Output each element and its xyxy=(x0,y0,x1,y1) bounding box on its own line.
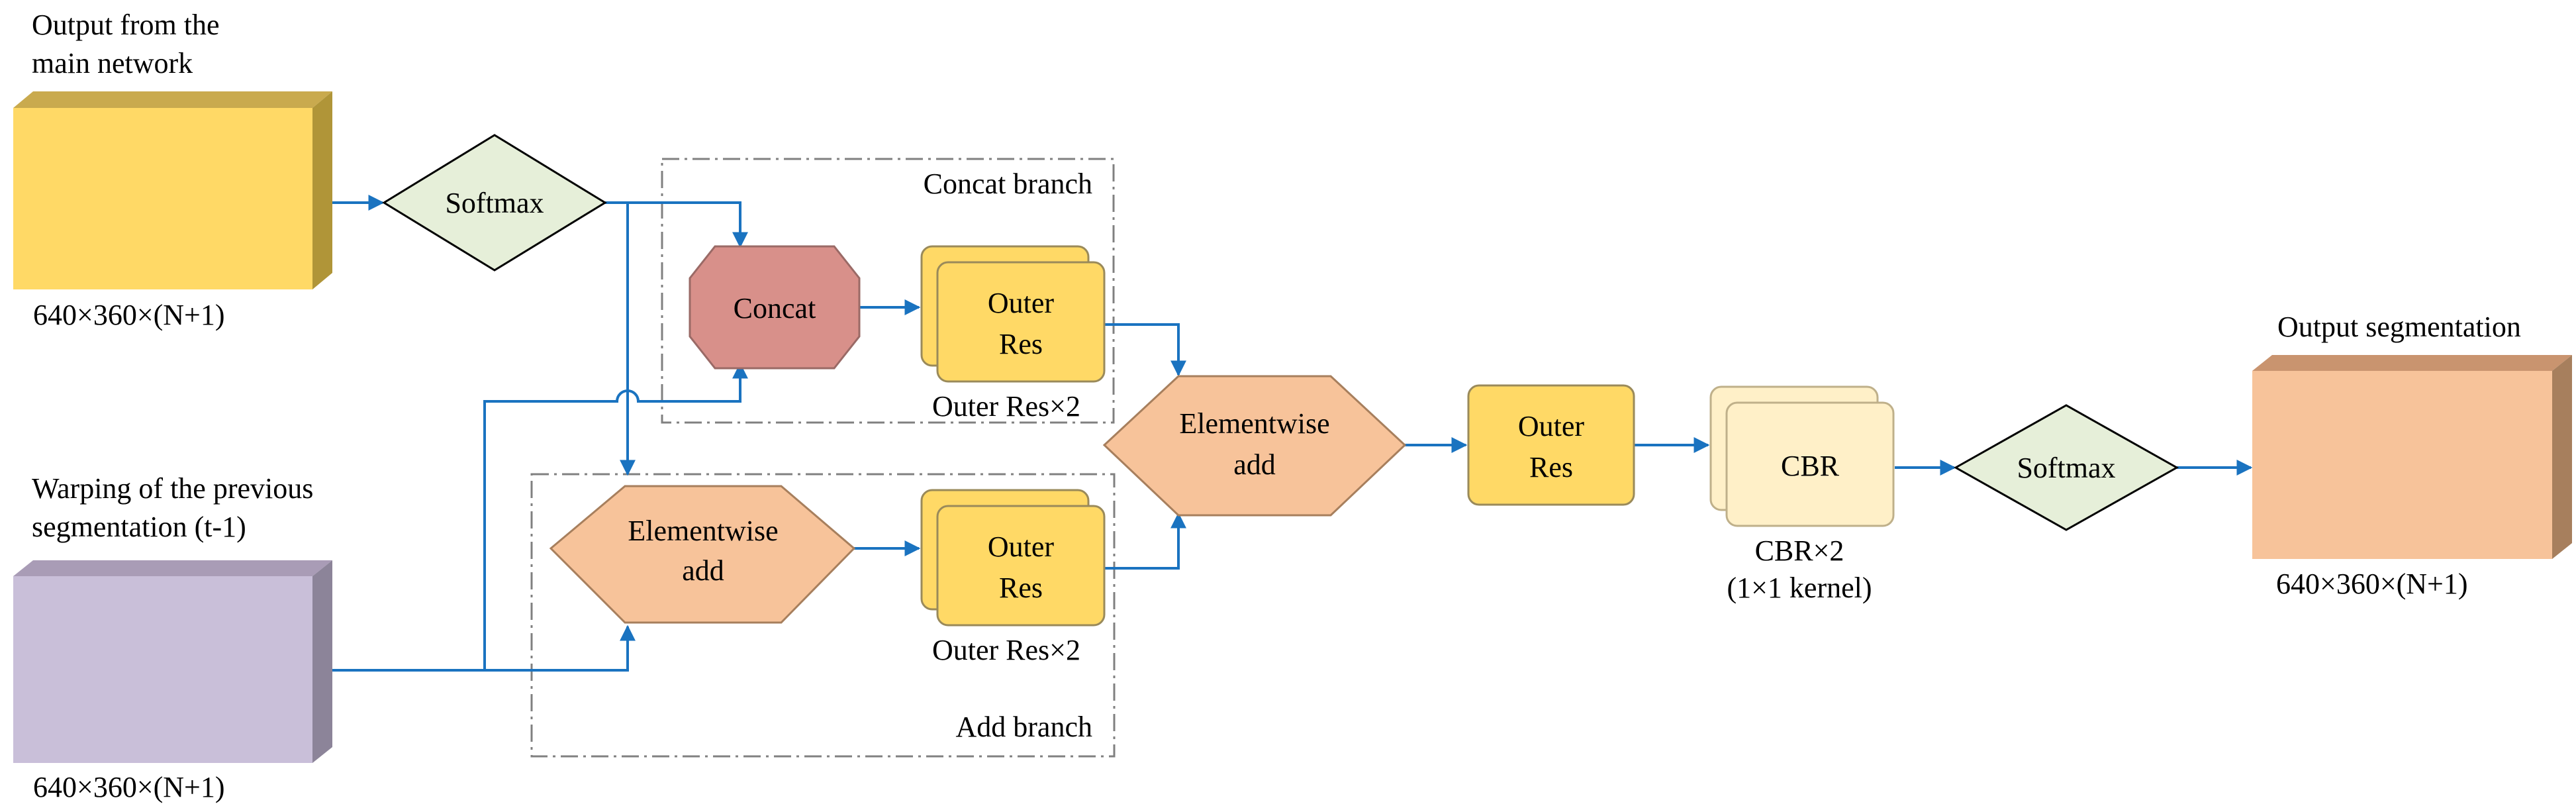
add-branch-frame: Add branch xyxy=(530,473,1116,758)
concat-branch-frame: Concat branch xyxy=(661,158,1115,424)
cbr-caption-line2: (1×1 kernel) xyxy=(1727,572,1872,604)
arrow-outerres-add-to-merge xyxy=(1104,512,1186,570)
add-branch-label: Add branch xyxy=(956,711,1093,743)
output-dims: 640×360×(N+1) xyxy=(2276,568,2468,600)
connectors xyxy=(332,195,2253,672)
outer-res-add-line2: Res xyxy=(999,572,1043,604)
outer-res-add-caption: Outer Res×2 xyxy=(932,634,1080,666)
main-block-dims: 640×360×(N+1) xyxy=(33,299,225,331)
outer-res-single-line2: Res xyxy=(1529,451,1573,483)
softmax-input-label: Softmax xyxy=(445,187,544,219)
cbr-label: CBR xyxy=(1781,450,1840,482)
output-block-side-face xyxy=(2552,355,2572,559)
arrow-outerres-concat-to-merge xyxy=(1104,323,1186,377)
prev-block-dims: 640×360×(N+1) xyxy=(33,771,225,803)
outer-res-concat-caption: Outer Res×2 xyxy=(932,390,1080,423)
elementwise-add-merge-line1: Elementwise xyxy=(1179,407,1329,440)
main-block-front-face xyxy=(13,108,312,289)
output-block-top-face xyxy=(2252,355,2572,371)
output-title: Output segmentation xyxy=(2277,311,2521,343)
concat-label: Concat xyxy=(734,292,816,325)
outer-res-concat-line1: Outer xyxy=(988,287,1055,319)
previous-caption-line2: segmentation (t-1) xyxy=(32,511,246,543)
outer-res-concat-line2: Res xyxy=(999,328,1043,360)
output-block-front-face xyxy=(2252,371,2552,559)
main-network-caption-line2: main network xyxy=(32,47,193,79)
previous-segmentation-block: Warping of the previous segmentation (t-… xyxy=(13,472,332,803)
softmax-output-node: Softmax xyxy=(1953,404,2179,531)
main-network-caption-line1: Output from the xyxy=(32,9,220,41)
softmax-output-label: Softmax xyxy=(2017,452,2115,484)
softmax-input-node: Softmax xyxy=(382,134,607,272)
arrow-prev-to-concat xyxy=(483,362,748,670)
outer-res-single-line1: Outer xyxy=(1518,410,1585,442)
elementwise-add-branch-line1: Elementwise xyxy=(628,515,778,547)
arrow-softmax-to-concat xyxy=(605,201,748,248)
outer-res-add-line1: Outer xyxy=(988,530,1055,563)
elementwise-add-branch-node: Elementwise add xyxy=(549,485,856,624)
output-segmentation-block: Output segmentation 640×360×(N+1) xyxy=(2252,311,2572,600)
main-block-side-face xyxy=(312,91,332,289)
main-network-output-block: Output from the main network 640×360×(N+… xyxy=(13,9,332,331)
elementwise-add-merge-line2: add xyxy=(1233,448,1276,481)
previous-caption-line1: Warping of the previous xyxy=(32,472,313,505)
arrow-prev-to-add-branch xyxy=(332,625,636,672)
outer-res-add-stack: Outer Res Outer Res×2 xyxy=(920,489,1106,666)
main-block-top-face xyxy=(13,91,332,108)
cbr-stack: CBR CBR×2 (1×1 kernel) xyxy=(1709,385,1895,604)
elementwise-add-merge-node: Elementwise add xyxy=(1102,375,1407,517)
outer-res-concat-stack: Outer Res Outer Res×2 xyxy=(920,245,1106,423)
outer-res-single-node: Outer Res xyxy=(1467,384,1635,506)
concat-node: Concat xyxy=(689,245,861,370)
prev-block-top-face xyxy=(13,560,332,576)
prev-block-side-face xyxy=(312,560,332,763)
prev-block-front-face xyxy=(13,576,312,763)
cbr-caption-line1: CBR×2 xyxy=(1755,534,1844,567)
concat-branch-label: Concat branch xyxy=(924,168,1092,200)
elementwise-add-branch-line2: add xyxy=(682,554,724,587)
